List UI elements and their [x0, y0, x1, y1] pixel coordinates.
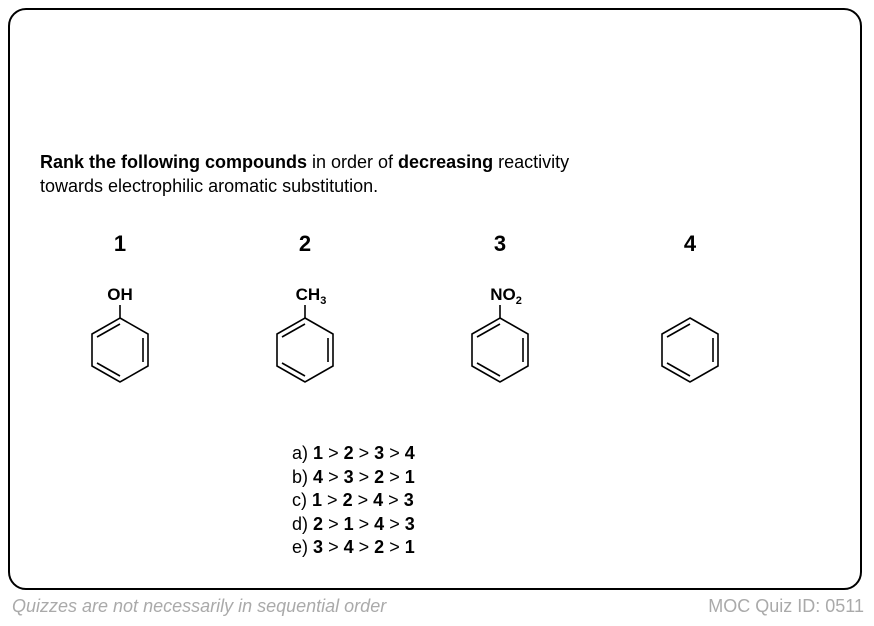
separator: > — [357, 490, 369, 510]
choice-rank: 3 — [374, 443, 385, 463]
choice-a[interactable]: a) 1 > 2 > 3 > 4 — [292, 442, 415, 466]
question-plain-1: in order of — [307, 152, 399, 172]
choice-rank: 1 — [312, 490, 323, 510]
choice-rank: 1 — [313, 443, 324, 463]
question-line-2: towards electrophilic aromatic substitut… — [40, 176, 379, 196]
choice-letter: a) — [292, 443, 309, 463]
choice-b[interactable]: b) 4 > 3 > 2 > 1 — [292, 466, 415, 490]
choice-rank: 2 — [374, 466, 385, 487]
separator: > — [389, 513, 400, 534]
compound-number: 3 — [493, 231, 507, 256]
choice-rank: 1 — [404, 537, 415, 557]
separator: > — [389, 443, 400, 463]
separator: > — [328, 537, 339, 557]
choice-c[interactable]: c) 1 > 2 > 4 > 3 — [292, 489, 415, 513]
choice-letter: e) — [292, 537, 309, 557]
question-line-1: Rank the following compounds in order of… — [40, 150, 820, 174]
benzene-ring-icon: CH3 — [276, 285, 334, 383]
separator: > — [388, 490, 399, 510]
choice-rank: 4 — [343, 537, 354, 557]
benzene-ring-icon: NO2 — [471, 285, 529, 383]
benzene-ring-icon — [661, 317, 719, 383]
substituent-label: OH — [107, 285, 133, 304]
choice-rank: 3 — [343, 466, 354, 487]
separator: > — [328, 513, 339, 534]
compound-4: 4 — [630, 230, 750, 410]
separator: > — [328, 443, 339, 463]
separator: > — [358, 443, 370, 463]
choice-rank: 2 — [343, 443, 354, 463]
separator: > — [358, 513, 370, 534]
separator: > — [358, 466, 370, 487]
footer-note: Quizzes are not necessarily in sequentia… — [12, 596, 387, 616]
quiz-id: MOC Quiz ID: 0511 — [708, 596, 864, 616]
choice-letter: b) — [292, 466, 309, 487]
substituent-label: NO2 — [490, 285, 522, 307]
choice-rank: 1 — [404, 466, 415, 487]
choice-rank: 4 — [404, 443, 415, 463]
choice-rank: 3 — [403, 490, 414, 510]
question-text: Rank the following compounds in order of… — [40, 150, 820, 198]
compound-3: 3 NO2 — [440, 230, 560, 410]
choice-rank: 1 — [343, 513, 354, 534]
question-plain-2: reactivity — [493, 152, 570, 172]
substituent-label: CH3 — [296, 285, 327, 307]
separator: > — [327, 490, 338, 510]
compound-2: 2 CH3 — [245, 230, 365, 410]
choice-rank: 2 — [374, 537, 385, 557]
compound-1: 1 OH — [60, 230, 180, 410]
benzene-ring-icon: OH — [91, 285, 149, 383]
choice-e[interactable]: e) 3 > 4 > 2 > 1 — [292, 536, 415, 560]
compound-number: 2 — [298, 231, 312, 256]
choice-rank: 4 — [313, 466, 324, 487]
compound-number: 4 — [683, 231, 697, 256]
quiz-card — [8, 8, 862, 590]
separator: > — [389, 466, 400, 487]
choice-rank: 2 — [313, 513, 324, 534]
choice-rank: 3 — [404, 513, 415, 534]
choice-rank: 2 — [342, 490, 353, 510]
choice-letter: c) — [292, 490, 307, 510]
choice-rank: 4 — [373, 490, 384, 510]
separator: > — [328, 466, 339, 487]
compound-number: 1 — [113, 231, 127, 256]
choice-letter: d) — [292, 513, 309, 534]
separator: > — [358, 537, 370, 557]
question-bold-1: Rank the following compounds — [40, 152, 307, 172]
answer-choices: a) 1 > 2 > 3 > 4 b) 4 > 3 > 2 > 1 c) 1 >… — [292, 442, 415, 560]
question-bold-2: decreasing — [398, 152, 494, 172]
choice-rank: 3 — [313, 537, 324, 557]
choice-rank: 4 — [374, 513, 385, 534]
separator: > — [389, 537, 400, 557]
choice-d[interactable]: d) 2 > 1 > 4 > 3 — [292, 513, 415, 537]
